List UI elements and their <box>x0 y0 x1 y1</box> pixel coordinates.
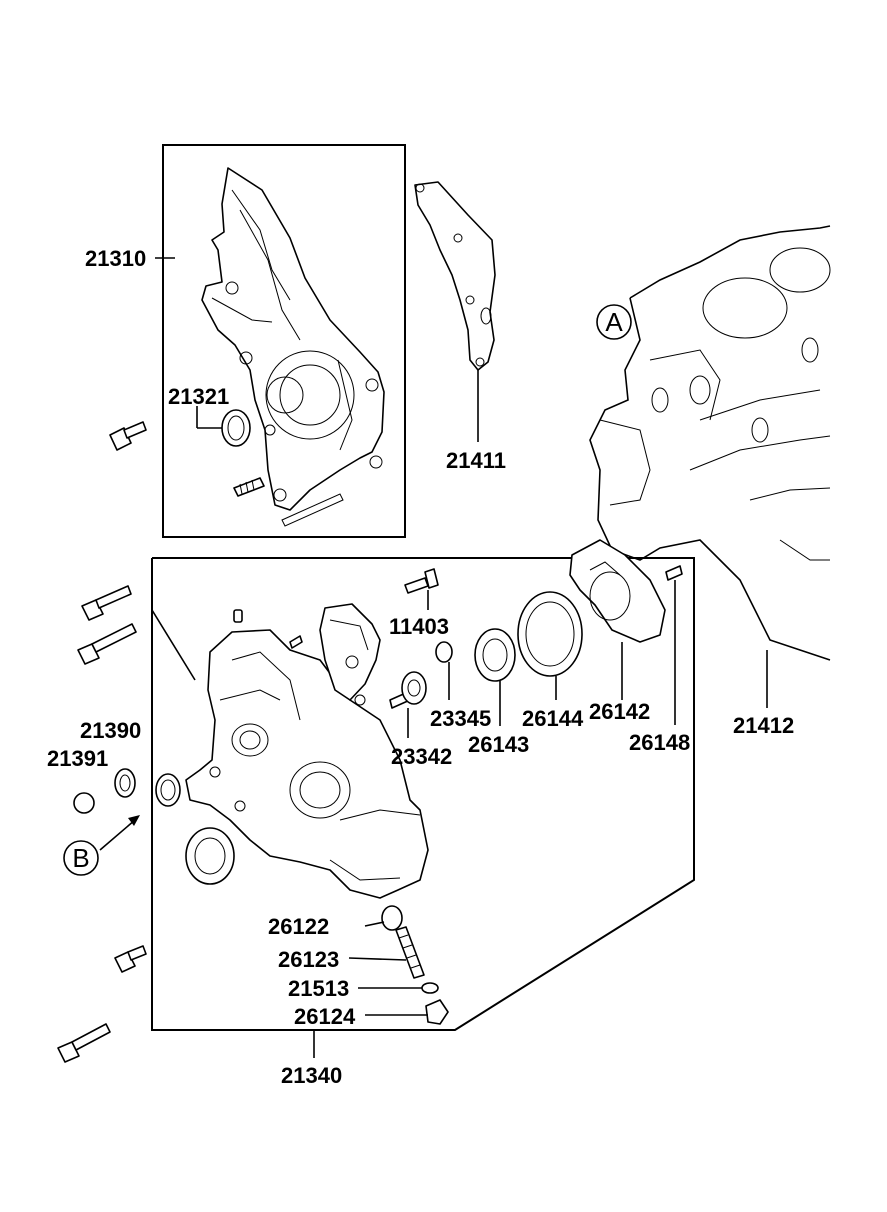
stud-bolt-drawing <box>233 477 265 497</box>
plug-21391-drawing <box>73 792 95 814</box>
label-26144: 26144 <box>522 706 584 731</box>
label-26142: 26142 <box>589 699 650 724</box>
leader-lines <box>155 257 768 1058</box>
bolt-11403-drawing <box>404 568 439 594</box>
ring-gear-26144-drawing <box>517 591 583 677</box>
front-case-drawing <box>185 629 429 899</box>
label-26122: 26122 <box>268 914 329 939</box>
marker-a-label: A <box>605 307 623 337</box>
seal-left-drawing <box>155 773 181 807</box>
label-26148: 26148 <box>629 730 690 755</box>
gear-26143-drawing <box>474 628 516 682</box>
label-26123: 26123 <box>278 947 339 972</box>
bolt-upper-left-drawing <box>109 421 147 451</box>
relief-valve-parts-drawing <box>381 905 449 1025</box>
timing-cover-drawing <box>201 167 385 527</box>
label-26124: 26124 <box>294 1004 356 1029</box>
gasket-21411-drawing <box>414 181 496 371</box>
label-21513: 21513 <box>288 976 349 1001</box>
label-21321: 21321 <box>168 384 229 409</box>
gear-23342-drawing <box>389 671 427 709</box>
label-26143: 26143 <box>468 732 529 757</box>
washer-21390-drawing <box>114 768 136 798</box>
leader-box-corner <box>151 609 196 681</box>
marker-b-label: B <box>72 843 89 873</box>
pin-drawing <box>233 609 303 649</box>
label-21411: 21411 <box>446 448 506 473</box>
gear-23345-drawing <box>435 641 453 663</box>
pump-housing-26142-drawing <box>569 539 666 643</box>
screw-26148-drawing <box>665 565 683 581</box>
label-23342: 23342 <box>391 744 452 769</box>
seal-21321-drawing <box>221 409 251 447</box>
marker-a: A <box>596 304 632 340</box>
label-21391: 21391 <box>47 746 108 771</box>
marker-b: B <box>63 840 99 876</box>
bolts-left-drawing <box>57 585 147 1063</box>
oil-seal-large-drawing <box>185 827 235 885</box>
callout-labels: 21310 21321 21411 11403 23345 23342 2614… <box>47 246 794 1088</box>
label-21310: 21310 <box>85 246 146 271</box>
label-23345: 23345 <box>430 706 491 731</box>
label-21412: 21412 <box>733 713 794 738</box>
upper-assembly-box <box>162 144 406 538</box>
label-11403: 11403 <box>389 614 449 639</box>
label-21340: 21340 <box>281 1063 342 1088</box>
label-21390: 21390 <box>80 718 141 743</box>
oil-pump-cover-drawing <box>319 603 381 701</box>
marker-b-arrow <box>99 815 140 851</box>
